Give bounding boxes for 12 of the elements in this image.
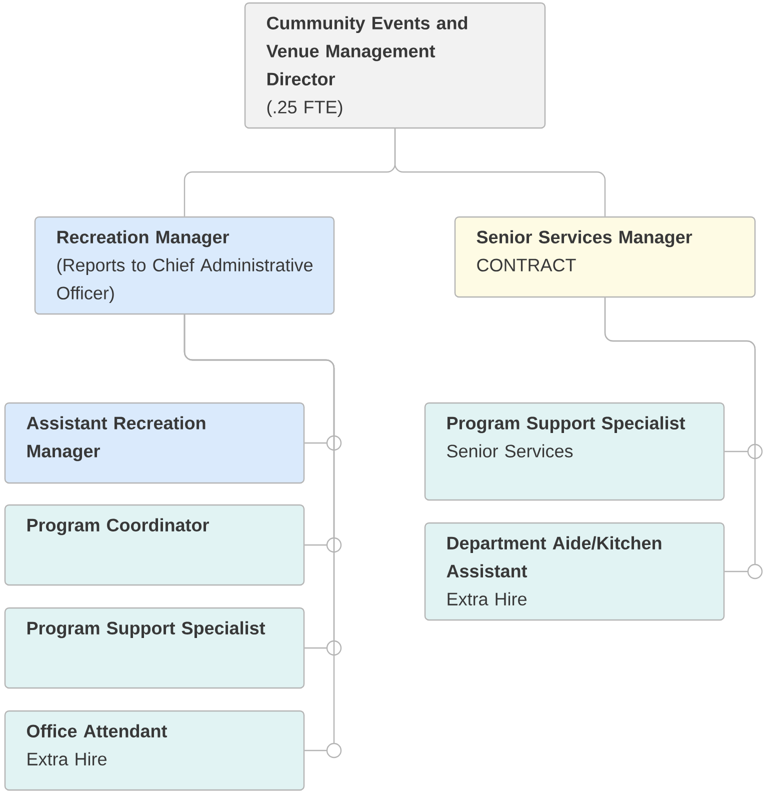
org-box: Recreation Manager (Reports to Chief Administrative Officer) [34, 216, 335, 315]
org-box: Program Support Specialist Senior Services [424, 402, 725, 501]
org-box: Cummunity Events and Venue Management Director (.25 FTE) [244, 2, 546, 129]
org-box: Program Coordinator [4, 504, 305, 586]
org-box: Assistant Recreation Manager [4, 402, 305, 484]
connector-line [604, 298, 763, 580]
connector-line [394, 128, 606, 216]
org-box: Department Aide/Kitchen Assistant Extra Hire [424, 522, 725, 621]
connector-line [184, 314, 342, 758]
org-box: Senior Services Manager CONTRACT [454, 216, 756, 298]
org-box: Program Support Specialist [4, 607, 305, 689]
org-box: Office Attendant Extra Hire [4, 710, 305, 791]
